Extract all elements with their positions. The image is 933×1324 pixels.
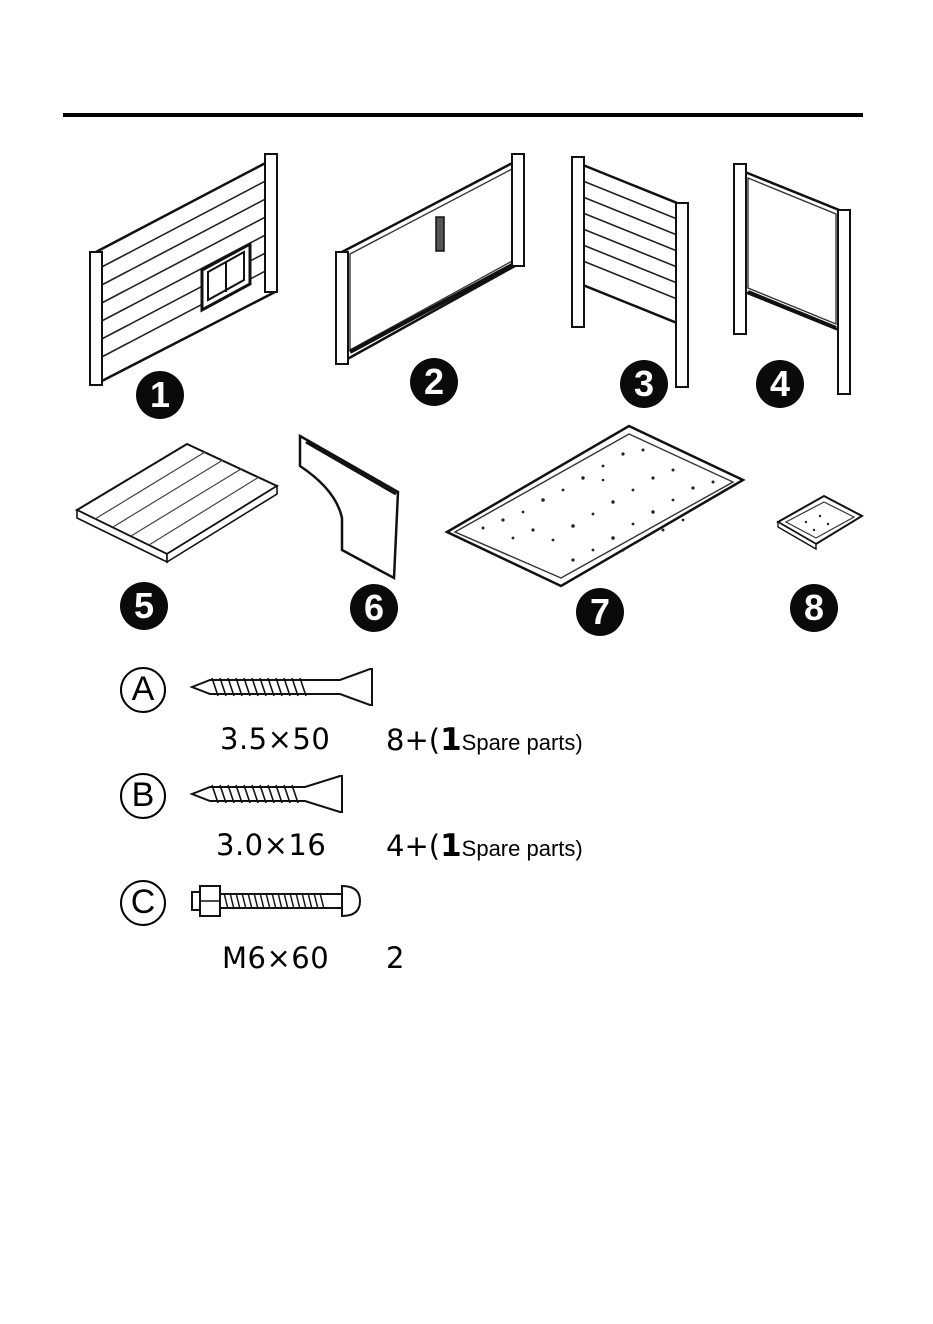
wood-screw-short-icon [190,774,350,816]
part-3-illustration [570,155,695,390]
part-4-illustration [732,162,857,397]
part-8-number: 8 [790,584,838,632]
part-5-illustration [75,442,280,567]
back-panel-icon [336,152,531,372]
hardware-b-size: 3.0×16 [216,828,326,862]
screw-a-illustration [190,665,380,710]
hardware-a-quantity: 8+(1Spare parts) [386,722,583,758]
header-rule [63,113,863,117]
gable-piece-icon [296,432,406,582]
hardware-c-size: M6×60 [222,941,329,975]
hardware-a-label: A [120,667,166,713]
hardware-a-size: 3.5×50 [220,722,330,756]
part-1-number: 1 [136,371,184,419]
side-panel-frame-icon [732,162,857,397]
part-6-number: 6 [350,584,398,632]
part-2-illustration [336,152,531,372]
part-3-number: 3 [620,360,668,408]
part-7-illustration [443,420,748,590]
part-2-number: 2 [410,358,458,406]
hardware-a-qty: 8+( [386,723,440,757]
hardware-a-spare-count: 1 [440,722,462,758]
small-tray-icon [776,492,864,550]
screw-b-illustration [190,774,350,816]
hardware-b-qty: 4+( [386,829,440,863]
hardware-b-spare-label: Spare parts) [462,836,583,861]
hardware-c-label: C [120,880,166,926]
bolt-c-illustration [188,880,364,922]
side-panel-slatted-icon [570,155,695,390]
hardware-a-spare-label: Spare parts) [462,730,583,755]
part-5-number: 5 [120,582,168,630]
wall-panel-with-door-icon [90,152,285,387]
hardware-b-label: B [120,773,166,819]
hex-bolt-icon [188,880,364,922]
part-7-number: 7 [576,588,624,636]
part-6-illustration [296,432,406,582]
floor-board-icon [75,442,280,567]
part-1-illustration [90,152,285,387]
part-4-number: 4 [756,360,804,408]
hardware-b-spare-count: 1 [440,828,462,864]
hardware-b-quantity: 4+(1Spare parts) [386,828,583,864]
roof-panel-icon [443,420,748,590]
hardware-c-quantity: 2 [386,941,404,975]
wood-screw-long-icon [190,665,380,710]
part-8-illustration [776,492,864,550]
